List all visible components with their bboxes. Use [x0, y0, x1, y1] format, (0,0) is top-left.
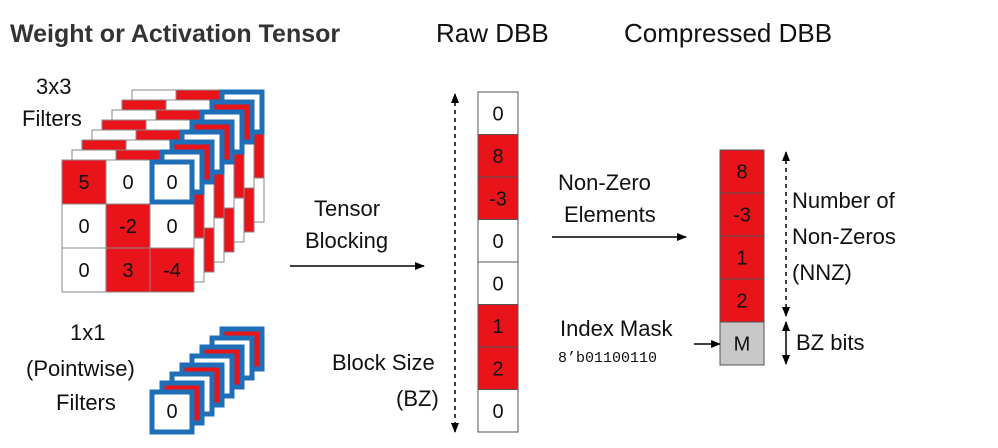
raw-dbb-column: 0 8 -3 0 0 1 2 0	[477, 91, 519, 433]
compressed-dbb-value: -3	[733, 205, 751, 227]
pointwise-filter-stack	[149, 326, 265, 435]
label-block-size: Block Size	[332, 350, 435, 375]
compressed-dbb-mask-cell	[719, 321, 765, 366]
label-index-mask: Index Mask	[560, 316, 673, 341]
filter-cell-value: 5	[78, 172, 89, 194]
header-raw-dbb: Raw DBB	[436, 18, 549, 48]
filter-cell	[61, 159, 107, 205]
header-compressed-dbb: Compressed DBB	[624, 18, 832, 48]
label-tensor: Tensor	[314, 196, 380, 221]
label-blocking: Blocking	[305, 228, 388, 253]
pointwise-front-value: 0	[166, 401, 177, 423]
index-mask-value: 8’b01100110	[558, 350, 657, 367]
filter-cell-value: -2	[119, 216, 137, 238]
raw-dbb-cell	[477, 91, 519, 135]
raw-dbb-value: 1	[492, 316, 503, 338]
compressed-dbb-value: 2	[736, 291, 747, 313]
label-3x3: 3x3	[36, 74, 71, 99]
compressed-dbb-value: M	[734, 334, 751, 356]
raw-dbb-cell	[477, 346, 519, 390]
filter-cell-value: 0	[122, 172, 133, 194]
raw-dbb-value: 0	[492, 231, 503, 253]
filter-cell-value: 0	[166, 216, 177, 238]
filter-cell	[61, 247, 107, 293]
filter-cell-value: 3	[122, 260, 133, 282]
filter-cell-value: -4	[163, 260, 181, 282]
raw-dbb-cell	[477, 134, 519, 178]
filter-cell-value: 0	[78, 260, 89, 282]
pointwise-filter	[149, 389, 195, 435]
raw-dbb-value: -3	[489, 188, 507, 210]
raw-dbb-cell	[477, 176, 519, 220]
filter-front-highlight	[149, 159, 195, 205]
filter-cell	[149, 247, 195, 293]
raw-dbb-value: 0	[492, 273, 503, 295]
raw-dbb-value: 0	[492, 401, 503, 423]
compressed-dbb-column: 8 -3 1 2M	[719, 149, 765, 366]
label-filters-1x1: Filters	[56, 390, 116, 415]
filter-cell	[105, 159, 151, 205]
filter-cell	[105, 247, 151, 293]
label-non-zero: Non-Zero	[558, 170, 651, 195]
filter-front-grid: 5 0 0 0 -2 0 0 3 -4	[61, 159, 195, 293]
compressed-dbb-value: 8	[736, 162, 747, 184]
filter-cell	[149, 159, 195, 205]
raw-dbb-value: 8	[492, 146, 503, 168]
label-filters-3x3: Filters	[22, 106, 82, 131]
label-pointwise: (Pointwise)	[26, 356, 135, 381]
label-elements: Elements	[564, 202, 656, 227]
compressed-dbb-cell	[719, 278, 765, 323]
raw-dbb-cell	[477, 304, 519, 348]
label-number-of: Number of	[792, 188, 896, 213]
raw-dbb-value: 0	[492, 103, 503, 125]
filter-cell-value: 0	[78, 216, 89, 238]
compressed-dbb-value: 1	[736, 248, 747, 270]
label-bz: (BZ)	[396, 386, 439, 411]
label-bz-bits: BZ bits	[796, 330, 864, 355]
raw-dbb-cell	[477, 389, 519, 433]
filter-cell	[105, 203, 151, 249]
compressed-dbb-cell	[719, 235, 765, 280]
label-nnz: (NNZ)	[792, 260, 852, 285]
filter-cell-value: 0	[166, 172, 177, 194]
raw-dbb-cell	[477, 219, 519, 263]
label-1x1: 1x1	[70, 320, 105, 345]
raw-dbb-value: 2	[492, 358, 503, 380]
label-non-zeros: Non-Zeros	[792, 224, 896, 249]
header-tensor: Weight or Activation Tensor	[10, 20, 340, 48]
